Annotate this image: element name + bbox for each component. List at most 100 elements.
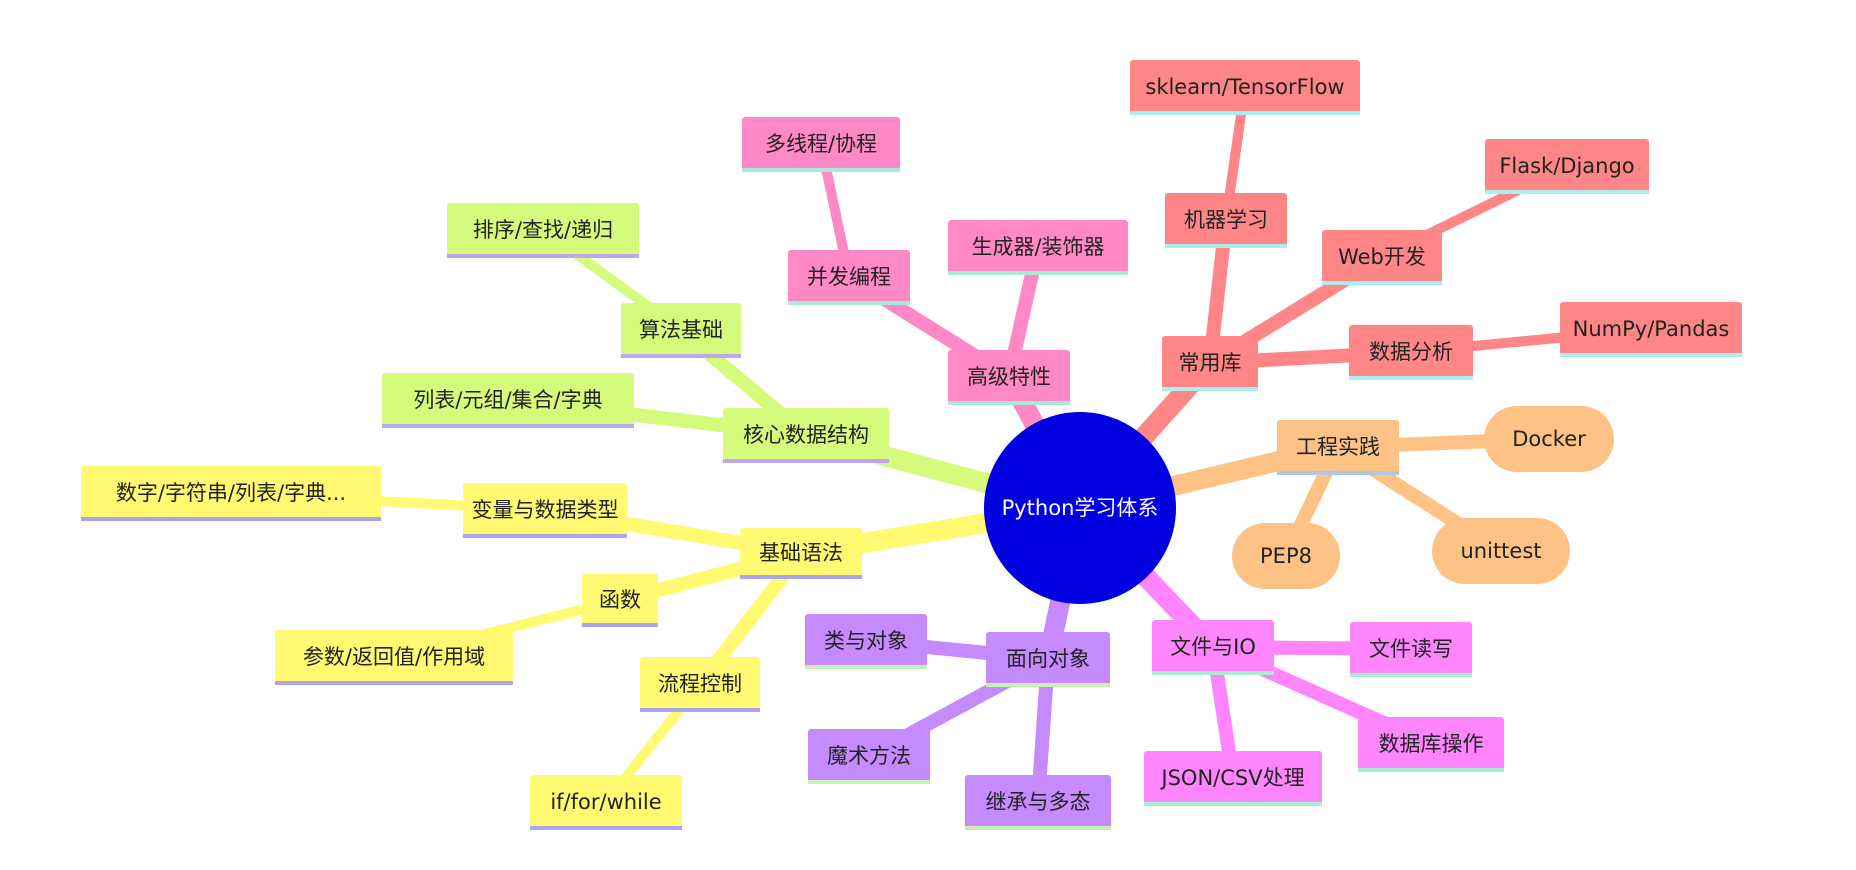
leaf-node-box — [1130, 60, 1360, 114]
child-node[interactable]: 继承与多态 — [965, 775, 1111, 830]
leaf-node[interactable]: 排序/查找/递归 — [447, 203, 639, 258]
branch-node-label: 面向对象 — [1006, 647, 1090, 671]
child-node[interactable]: 列表/元组/集合/字典 — [382, 373, 634, 428]
child-node-box — [382, 373, 634, 427]
child-node[interactable]: 流程控制 — [640, 657, 760, 712]
child-node-underline — [640, 708, 760, 712]
child-node-label: JSON/CSV处理 — [1159, 766, 1304, 790]
leaf-node-underline — [1130, 111, 1360, 115]
branch-node-box — [986, 632, 1110, 686]
child-node-box — [788, 250, 910, 304]
child-node-label: 生成器/装饰器 — [971, 235, 1104, 259]
child-node-underline — [1349, 376, 1473, 380]
child-node-box — [1432, 518, 1570, 584]
leaf-node-label: 多线程/协程 — [765, 132, 877, 156]
branch-node[interactable]: 核心数据结构 — [723, 408, 889, 463]
child-node[interactable]: 类与对象 — [805, 614, 927, 669]
child-node-label: 函数 — [599, 588, 641, 612]
branch-node-label: 基础语法 — [759, 541, 843, 565]
child-node[interactable]: Docker — [1484, 406, 1614, 472]
child-node-underline — [1322, 281, 1442, 285]
child-node-box — [965, 775, 1111, 829]
child-node-underline — [948, 271, 1128, 275]
child-node-box — [1144, 751, 1322, 805]
branch-node-box — [740, 528, 862, 578]
leaf-node[interactable]: NumPy/Pandas — [1560, 302, 1742, 357]
branch-node[interactable]: 面向对象 — [986, 632, 1110, 687]
child-node-underline — [382, 424, 634, 428]
child-node[interactable]: 数据库操作 — [1358, 717, 1504, 772]
child-node[interactable]: 并发编程 — [788, 250, 910, 305]
branch-node[interactable]: 高级特性 — [948, 350, 1070, 405]
child-node[interactable]: JSON/CSV处理 — [1144, 751, 1322, 806]
child-node[interactable]: 文件读写 — [1350, 622, 1472, 677]
leaf-node-underline — [1485, 190, 1649, 194]
child-node-underline — [1350, 673, 1472, 677]
child-node-box — [1484, 406, 1614, 472]
child-node-underline — [805, 665, 927, 669]
child-node-underline — [621, 354, 741, 358]
branch-node-underline — [948, 401, 1070, 405]
leaf-node-label: NumPy/Pandas — [1573, 317, 1730, 341]
leaf-node-underline — [447, 254, 639, 258]
child-node[interactable]: 机器学习 — [1165, 193, 1287, 248]
branch-node-underline — [723, 459, 889, 463]
child-node-underline — [463, 534, 627, 538]
child-node[interactable]: 变量与数据类型 — [463, 483, 627, 538]
leaf-node-label: 数字/字符串/列表/字典... — [116, 481, 346, 505]
child-node[interactable]: 算法基础 — [621, 303, 741, 358]
leaf-node-underline — [1560, 353, 1742, 357]
leaf-node-underline — [275, 681, 513, 685]
child-node-label: PEP8 — [1260, 544, 1312, 568]
leaf-node[interactable]: Flask/Django — [1485, 139, 1649, 194]
branch-node-box — [1152, 620, 1274, 674]
child-node-box — [1322, 230, 1442, 284]
child-node[interactable]: 函数 — [582, 574, 658, 627]
child-node-box — [1350, 622, 1472, 676]
child-node[interactable]: 数据分析 — [1349, 325, 1473, 380]
leaf-node-label: if/for/while — [550, 790, 661, 814]
child-node[interactable]: 魔术方法 — [808, 729, 930, 784]
root-node[interactable]: Python学习体系 — [984, 412, 1176, 604]
child-node-box — [582, 574, 658, 626]
branch-node-box — [1162, 336, 1258, 390]
leaf-node-box — [530, 775, 682, 829]
child-node[interactable]: Web开发 — [1322, 230, 1442, 285]
leaf-node[interactable]: 数字/字符串/列表/字典... — [81, 466, 381, 521]
branch-node-box — [723, 408, 889, 462]
leaf-node-label: 参数/返回值/作用域 — [303, 645, 485, 669]
child-node-underline — [1358, 768, 1504, 772]
child-node-label: 算法基础 — [639, 318, 723, 342]
child-node[interactable]: unittest — [1432, 518, 1570, 584]
branch-node-box — [1277, 420, 1399, 474]
branch-node[interactable]: 常用库 — [1162, 336, 1258, 391]
leaf-node[interactable]: 参数/返回值/作用域 — [275, 630, 513, 685]
branch-node-label: 高级特性 — [967, 365, 1051, 389]
child-node[interactable]: 生成器/装饰器 — [948, 220, 1128, 275]
child-node-box — [1165, 193, 1287, 247]
child-node-underline — [965, 826, 1111, 830]
child-node-box — [808, 729, 930, 783]
child-node[interactable]: PEP8 — [1232, 523, 1340, 589]
leaf-node[interactable]: if/for/while — [530, 775, 682, 830]
branch-node-underline — [986, 683, 1110, 687]
root-label: Python学习体系 — [1002, 496, 1159, 520]
child-node-box — [1232, 523, 1340, 589]
branch-node-underline — [740, 575, 862, 579]
child-node-box — [621, 303, 741, 357]
branch-node[interactable]: 文件与IO — [1152, 620, 1274, 675]
child-node-underline — [582, 623, 658, 627]
child-node-underline — [788, 301, 910, 305]
child-node-label: 并发编程 — [807, 265, 891, 289]
leaf-node-label: sklearn/TensorFlow — [1145, 75, 1344, 99]
child-node-label: 流程控制 — [658, 672, 742, 696]
child-node-label: unittest — [1460, 539, 1541, 563]
child-node-label: 数据分析 — [1369, 340, 1453, 364]
child-node-label: 继承与多态 — [986, 790, 1091, 814]
branch-node-box — [948, 350, 1070, 404]
branch-node[interactable]: 工程实践 — [1277, 420, 1399, 475]
branch-node[interactable]: 基础语法 — [740, 528, 862, 579]
leaf-node[interactable]: 多线程/协程 — [742, 117, 900, 172]
leaf-node[interactable]: sklearn/TensorFlow — [1130, 60, 1360, 115]
